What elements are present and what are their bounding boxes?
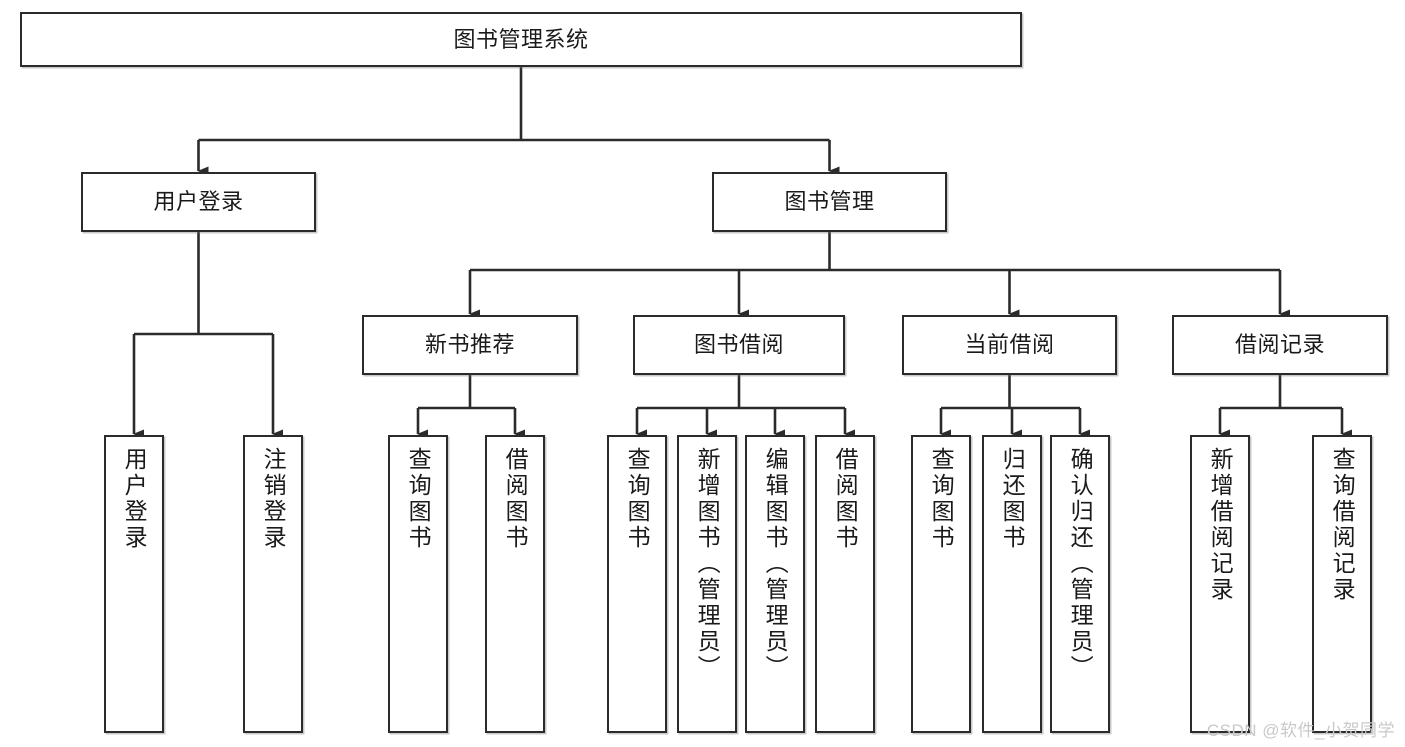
- node-leaf-cb-confirm[interactable]: 确认归还（管理员）: [1050, 435, 1110, 733]
- csdn-watermark: CSDN @软件_小贺同学: [1206, 721, 1395, 740]
- node-label: 图书管理: [784, 189, 875, 215]
- node-leaf-bb-borrow[interactable]: 借阅图书: [815, 435, 875, 733]
- node-leaf-user-login[interactable]: 用户登录: [104, 435, 164, 733]
- node-leaf-br-query[interactable]: 查询借阅记录: [1312, 435, 1372, 733]
- node-new-book-rec[interactable]: 新书推荐: [362, 315, 578, 375]
- node-label: 借阅图书: [502, 447, 529, 551]
- node-leaf-bb-edit[interactable]: 编辑图书（管理员）: [745, 435, 805, 733]
- node-borrow-record[interactable]: 借阅记录: [1172, 315, 1388, 375]
- node-label: 当前借阅: [964, 332, 1055, 358]
- node-label: 新增图书（管理员）: [694, 447, 721, 681]
- node-label: 新书推荐: [424, 332, 515, 358]
- node-label: 图书借阅: [693, 332, 784, 358]
- node-leaf-rec-query[interactable]: 查询图书: [388, 435, 448, 733]
- node-book-borrow[interactable]: 图书借阅: [633, 315, 845, 375]
- node-leaf-cb-query[interactable]: 查询图书: [911, 435, 971, 733]
- node-leaf-rec-borrow[interactable]: 借阅图书: [485, 435, 545, 733]
- node-leaf-bb-add[interactable]: 新增图书（管理员）: [677, 435, 737, 733]
- node-leaf-logout[interactable]: 注销登录: [243, 435, 303, 733]
- node-label: 新增借阅记录: [1207, 447, 1234, 603]
- node-label: 归还图书: [999, 447, 1026, 551]
- node-current-borrow[interactable]: 当前借阅: [902, 315, 1117, 375]
- node-label: 用户登录: [153, 189, 244, 215]
- node-label: 查询借阅记录: [1329, 447, 1356, 603]
- node-label: 注销登录: [260, 447, 287, 551]
- node-label: 查询图书: [405, 447, 432, 551]
- node-leaf-br-add[interactable]: 新增借阅记录: [1190, 435, 1250, 733]
- node-root[interactable]: 图书管理系统: [20, 12, 1022, 67]
- node-label: 查询图书: [624, 447, 651, 551]
- node-label: 图书管理系统: [453, 26, 589, 52]
- node-leaf-bb-query[interactable]: 查询图书: [607, 435, 667, 733]
- node-user-login[interactable]: 用户登录: [81, 172, 316, 232]
- node-book-manage[interactable]: 图书管理: [712, 172, 947, 232]
- node-label: 编辑图书（管理员）: [762, 447, 789, 681]
- node-leaf-cb-return[interactable]: 归还图书: [982, 435, 1042, 733]
- node-label: 借阅图书: [832, 447, 859, 551]
- node-label: 借阅记录: [1234, 332, 1325, 358]
- node-label: 查询图书: [928, 447, 955, 551]
- node-label: 用户登录: [121, 447, 148, 551]
- node-label: 确认归还（管理员）: [1067, 447, 1094, 681]
